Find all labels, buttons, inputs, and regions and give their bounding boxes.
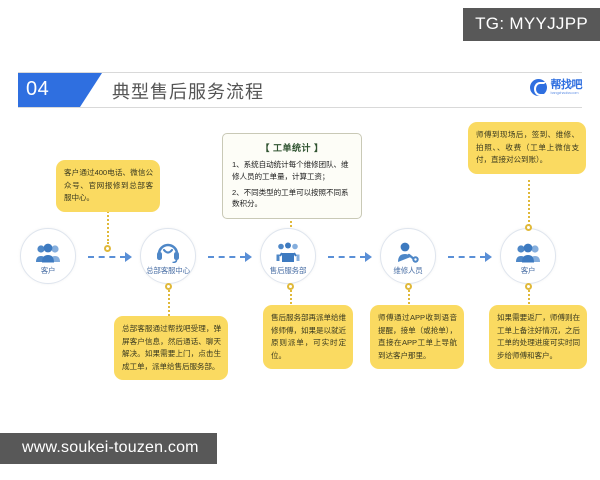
arrow-head-icon bbox=[365, 252, 372, 262]
callout-onsite-service: 师傅到现场后，签到、维修、拍照、、收费（工单上微信支付，直接对公到账）。 bbox=[468, 122, 586, 174]
callout-return-factory: 如果需要返厂，师傅则在工单上备注好情况，之后工单的处理进度可实时同步给师傅和客户… bbox=[489, 305, 587, 370]
flow-node-label: 客户 bbox=[40, 265, 56, 275]
flow-node-label: 维修人员 bbox=[393, 265, 423, 275]
section-header: 04 典型售后服务流程 帮找吧 bangzhaoba.com bbox=[0, 72, 600, 108]
arrow-dash bbox=[328, 256, 366, 258]
callout-dispatch: 售后服务部再派单给维修师傅，如果是以就近原则派单，可实时定位。 bbox=[263, 305, 353, 370]
connector-dot bbox=[165, 283, 172, 290]
flow-node-customer-end[interactable]: 客户 bbox=[500, 228, 556, 284]
connector-dot bbox=[405, 283, 412, 290]
arrow-head-icon bbox=[485, 252, 492, 262]
connector-return-factory bbox=[528, 286, 530, 304]
connector-call-center bbox=[168, 286, 170, 316]
arrow-dash bbox=[88, 256, 126, 258]
arrow-dash bbox=[208, 256, 246, 258]
flow-node-customer-start[interactable]: 客户 bbox=[20, 228, 76, 284]
header-rule-top bbox=[18, 72, 582, 73]
connector-dispatch bbox=[290, 286, 292, 304]
logo-name-cn: 帮找吧 bbox=[550, 79, 583, 91]
flow-arrow-2 bbox=[208, 252, 252, 262]
stats-box-line-1: 1、系统自动统计每个维修团队、维修人员的工单量，计算工资； bbox=[232, 160, 349, 181]
connector-onsite-service bbox=[528, 180, 530, 226]
flow-node-label: 总部客服中心 bbox=[146, 265, 190, 275]
flow-arrow-4 bbox=[448, 252, 492, 262]
brand-logo: 帮找吧 bangzhaoba.com bbox=[529, 79, 583, 96]
work-order-statistics-box: 【 工单统计 】 1、系统自动统计每个维修团队、维修人员的工单量，计算工资； 2… bbox=[222, 133, 362, 220]
repair-worker-icon bbox=[395, 237, 421, 263]
flow-arrow-3 bbox=[328, 252, 372, 262]
arrow-head-icon bbox=[245, 252, 252, 262]
flow-node-label: 售后服务部 bbox=[269, 265, 307, 275]
people-group-icon bbox=[515, 237, 541, 263]
flow-arrow-1 bbox=[88, 252, 132, 262]
flow-node-call-center[interactable]: 总部客服中心 bbox=[140, 228, 196, 284]
flow-node-repair-staff[interactable]: 维修人员 bbox=[380, 228, 436, 284]
connector-app-receive bbox=[408, 286, 410, 304]
logo-name-en: bangzhaoba.com bbox=[550, 90, 579, 95]
section-number-chip: 04 bbox=[18, 73, 80, 107]
flow-node-label: 客户 bbox=[520, 265, 536, 275]
headset-icon bbox=[155, 237, 181, 263]
section-number: 04 bbox=[26, 78, 50, 100]
connector-dot bbox=[525, 224, 532, 231]
callout-call-center: 总部客服通过帮找吧受理，弹屏客户信息，然后通话、聊天解决。如果需要上门，点击生成… bbox=[114, 316, 228, 381]
site-url-watermark: www.soukei-touzen.com bbox=[0, 433, 217, 464]
logo-wordmark: 帮找吧 bangzhaoba.com bbox=[551, 80, 583, 95]
arrow-head-icon bbox=[125, 252, 132, 262]
logo-swirl-icon bbox=[529, 79, 547, 96]
section-number-wedge bbox=[80, 73, 102, 107]
arrow-dash bbox=[448, 256, 486, 258]
connector-customer-report bbox=[107, 200, 109, 244]
team-icon bbox=[275, 237, 301, 263]
tg-watermark-badge: TG: MYYJJPP bbox=[463, 8, 600, 41]
stats-box-line-2: 2、不同类型的工单可以按照不同系数积分。 bbox=[232, 187, 349, 209]
connector-dot bbox=[104, 245, 111, 252]
people-group-icon bbox=[35, 237, 61, 263]
callout-customer-report: 客户通过400电话、微信公众号、官网报修到总部客服中心。 bbox=[56, 160, 160, 212]
callout-app-receive: 师傅通过APP收到语音提醒，接单（或抢单），直接在APP工单上导航到达客户那里。 bbox=[370, 305, 464, 370]
stats-box-title: 【 工单统计 】 bbox=[260, 143, 324, 153]
connector-dot bbox=[525, 283, 532, 290]
connector-dot bbox=[287, 283, 294, 290]
flow-node-service-department[interactable]: 售后服务部 bbox=[260, 228, 316, 284]
header-rule-bottom bbox=[18, 107, 582, 108]
page-title: 典型售后服务流程 bbox=[112, 82, 264, 102]
